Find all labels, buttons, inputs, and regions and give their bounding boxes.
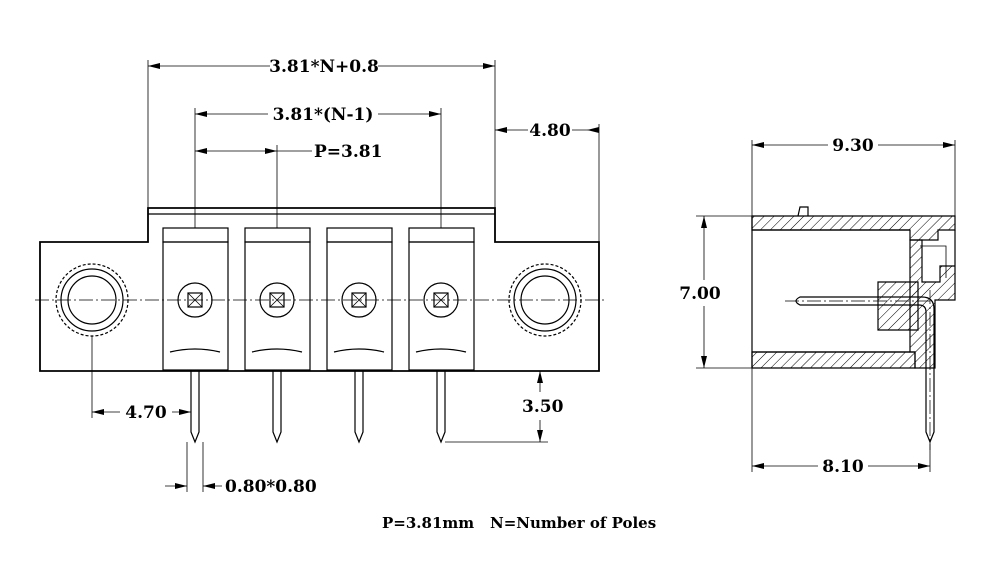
connector-body-outline xyxy=(39,207,600,372)
terminal-2 xyxy=(244,227,311,371)
dim-depth-label: 9.30 xyxy=(832,136,874,156)
dim-hole-offset: 4.70 xyxy=(92,403,191,423)
dim-overall-width: 3.81*N+0.8 xyxy=(148,57,495,77)
dim-pitch: P=3.81 xyxy=(195,142,382,162)
dim-overall-label: 3.81*N+0.8 xyxy=(269,57,379,77)
side-view: 9.30 7.00 8.10 xyxy=(679,136,956,477)
dim-pin-offset: 8.10 xyxy=(752,457,930,477)
terminal-3 xyxy=(326,227,393,371)
pin-holder-section xyxy=(877,281,919,331)
dim-depth: 9.30 xyxy=(752,136,955,156)
dim-flange: 4.80 xyxy=(495,121,599,141)
poles-note: N=Number of Poles xyxy=(490,514,656,532)
dim-hole-offset-label: 4.70 xyxy=(125,403,167,423)
dim-pin-section: 0.80*0.80 xyxy=(165,442,317,497)
dim-pitch-label: P=3.81 xyxy=(314,142,382,162)
dim-pin-section-label: 0.80*0.80 xyxy=(225,477,317,497)
dim-pin-offset-label: 8.10 xyxy=(822,457,864,477)
dim-pin-length-label: 3.50 xyxy=(522,397,564,417)
terminal-4 xyxy=(408,227,475,371)
top-wall-section xyxy=(751,215,956,241)
pitch-note: P=3.81mm xyxy=(382,514,474,532)
front-view: 3.81*N+0.8 3.81*(N-1) P=3.81 4.80 xyxy=(35,57,605,497)
rear-wall-section xyxy=(909,230,956,369)
dim-pitch-span: 3.81*(N-1) xyxy=(195,105,441,125)
bent-pin xyxy=(795,296,935,444)
pins xyxy=(190,371,446,444)
dim-height-label: 7.00 xyxy=(679,284,721,304)
dim-pin-length: 3.50 xyxy=(445,370,564,443)
terminal-1 xyxy=(162,227,229,371)
bottom-wall-section xyxy=(751,351,916,369)
dim-flange-label: 4.80 xyxy=(529,121,571,141)
dim-height: 7.00 xyxy=(679,216,721,368)
dim-pitch-span-label: 3.81*(N-1) xyxy=(273,105,374,125)
